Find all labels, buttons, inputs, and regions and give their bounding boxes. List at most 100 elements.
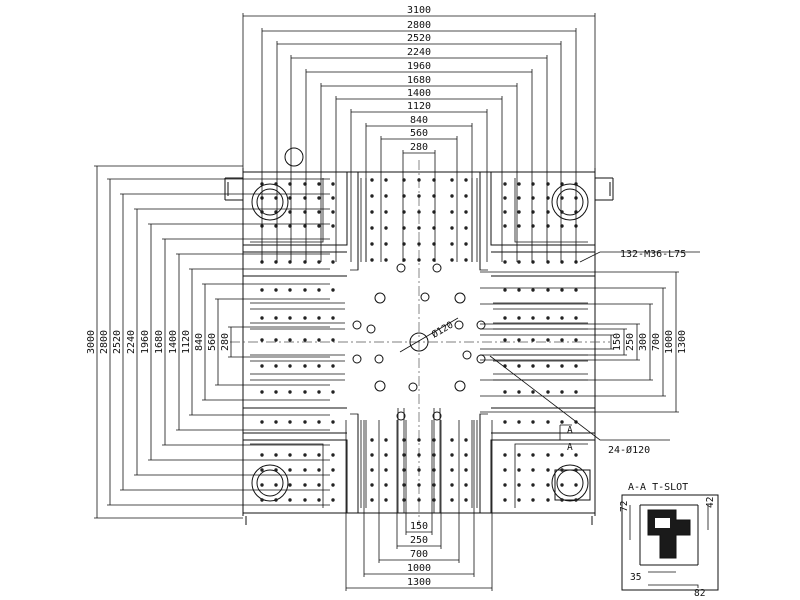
tapped-hole	[331, 498, 335, 502]
left-dim-label: 840	[194, 333, 205, 351]
tapped-hole	[384, 226, 388, 230]
top-dim-label: 840	[410, 115, 428, 126]
tapped-hole	[574, 390, 578, 394]
tapped-hole	[274, 390, 278, 394]
t-slot-detail: A-A T-SLOT 72 42 35 82	[619, 482, 719, 599]
tapped-hole	[531, 390, 535, 394]
bottom-dim-label: 700	[410, 549, 428, 560]
tapped-hole	[417, 453, 421, 457]
tapped-hole	[384, 483, 388, 487]
tapped-hole	[503, 260, 507, 264]
tapped-hole	[317, 483, 321, 487]
tapped-hole	[402, 453, 406, 457]
right-dim-label: 700	[651, 333, 662, 351]
tapped-hole	[331, 210, 335, 214]
tapped-hole	[450, 258, 454, 262]
tapped-hole	[450, 438, 454, 442]
tapped-hole	[574, 316, 578, 320]
tapped-hole	[274, 468, 278, 472]
callout-center-hole: Ø120	[399, 317, 459, 353]
tapped-hole	[274, 316, 278, 320]
detail-dim-42: 42	[705, 497, 716, 508]
tapped-hole	[450, 210, 454, 214]
detail-title: A-A T-SLOT	[628, 482, 688, 493]
bottom-dim-label: 150	[410, 521, 428, 532]
tapped-hole	[370, 453, 374, 457]
tapped-hole	[370, 258, 374, 262]
tapped-hole	[546, 364, 550, 368]
tapped-hole	[531, 420, 535, 424]
top-dim-label: 2240	[407, 47, 431, 58]
tapped-hole	[517, 468, 521, 472]
right-dim-label: 150	[612, 333, 623, 351]
tapped-hole	[546, 498, 550, 502]
tapped-hole	[417, 178, 421, 182]
tapped-hole	[546, 316, 550, 320]
tapped-hole	[574, 483, 578, 487]
tapped-hole	[260, 498, 264, 502]
tapped-hole	[574, 364, 578, 368]
tapped-hole	[503, 453, 507, 457]
tapped-hole	[331, 288, 335, 292]
tapped-hole	[464, 483, 468, 487]
tapped-hole	[432, 453, 436, 457]
left-dim-label: 2520	[112, 330, 123, 354]
tapped-hole	[531, 483, 535, 487]
tapped-hole	[432, 438, 436, 442]
bottom-dim-label: 1300	[407, 577, 431, 588]
tapped-hole	[331, 420, 335, 424]
tapped-hole	[560, 338, 564, 342]
tapped-hole	[288, 498, 292, 502]
tapped-hole	[260, 483, 264, 487]
tapped-hole	[450, 453, 454, 457]
tapped-hole	[370, 438, 374, 442]
tapped-hole	[517, 390, 521, 394]
tapped-hole	[503, 224, 507, 228]
detail-dim-35: 35	[630, 572, 641, 583]
tapped-hole	[317, 224, 321, 228]
tapped-hole	[370, 468, 374, 472]
tapped-hole	[317, 210, 321, 214]
tapped-hole	[560, 364, 564, 368]
tapped-hole	[417, 483, 421, 487]
tapped-hole	[546, 420, 550, 424]
section-mark-upper: A	[567, 425, 573, 436]
tapped-hole	[303, 498, 307, 502]
tapped-hole	[370, 226, 374, 230]
tapped-hole	[274, 338, 278, 342]
tapped-hole	[417, 468, 421, 472]
tapped-hole	[331, 316, 335, 320]
detail-dim-82: 82	[694, 588, 705, 599]
tapped-hole	[574, 468, 578, 472]
tapped-hole	[464, 226, 468, 230]
tapped-hole	[450, 226, 454, 230]
tapped-hole	[288, 483, 292, 487]
left-dim-label: 1120	[181, 330, 192, 354]
top-dim-label: 1120	[407, 101, 431, 112]
tapped-hole	[560, 316, 564, 320]
tapped-hole	[303, 364, 307, 368]
tapped-hole	[560, 420, 564, 424]
right-dim-label: 300	[638, 333, 649, 351]
tapped-hole	[384, 258, 388, 262]
tapped-hole	[450, 242, 454, 246]
platen-outline	[224, 168, 614, 525]
tapped-hole	[317, 468, 321, 472]
top-dim-label: 1960	[407, 61, 431, 72]
tapped-hole	[317, 364, 321, 368]
tapped-hole	[464, 438, 468, 442]
tapped-hole	[317, 338, 321, 342]
tapped-hole	[288, 420, 292, 424]
tapped-hole	[464, 498, 468, 502]
tapped-hole	[370, 178, 374, 182]
tapped-hole	[560, 483, 564, 487]
tapped-hole	[274, 420, 278, 424]
tapped-hole	[260, 390, 264, 394]
tapped-hole	[464, 194, 468, 198]
left-dim-label: 560	[207, 333, 218, 351]
tapped-hole	[288, 288, 292, 292]
tapped-hole	[288, 390, 292, 394]
tapped-hole	[274, 364, 278, 368]
